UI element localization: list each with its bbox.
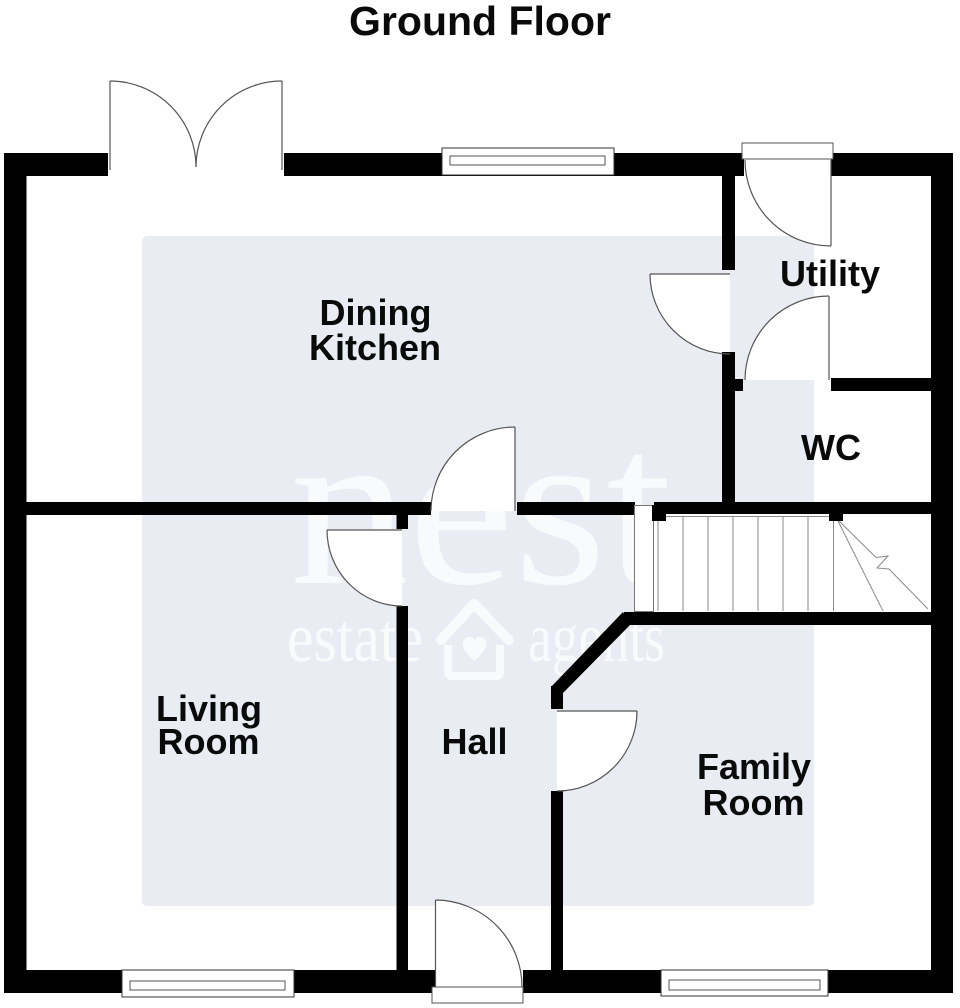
svg-text:Room: Room [158,721,260,762]
svg-text:Ground Floor: Ground Floor [349,0,611,44]
svg-text:WC: WC [801,427,861,468]
svg-text:Room: Room [703,782,805,823]
svg-text:Kitchen: Kitchen [309,327,441,368]
svg-text:Dining: Dining [320,292,432,333]
svg-text:Utility: Utility [780,253,880,294]
svg-text:Hall: Hall [441,721,507,762]
svg-text:Family: Family [697,746,811,787]
svg-text:Living: Living [156,688,262,729]
